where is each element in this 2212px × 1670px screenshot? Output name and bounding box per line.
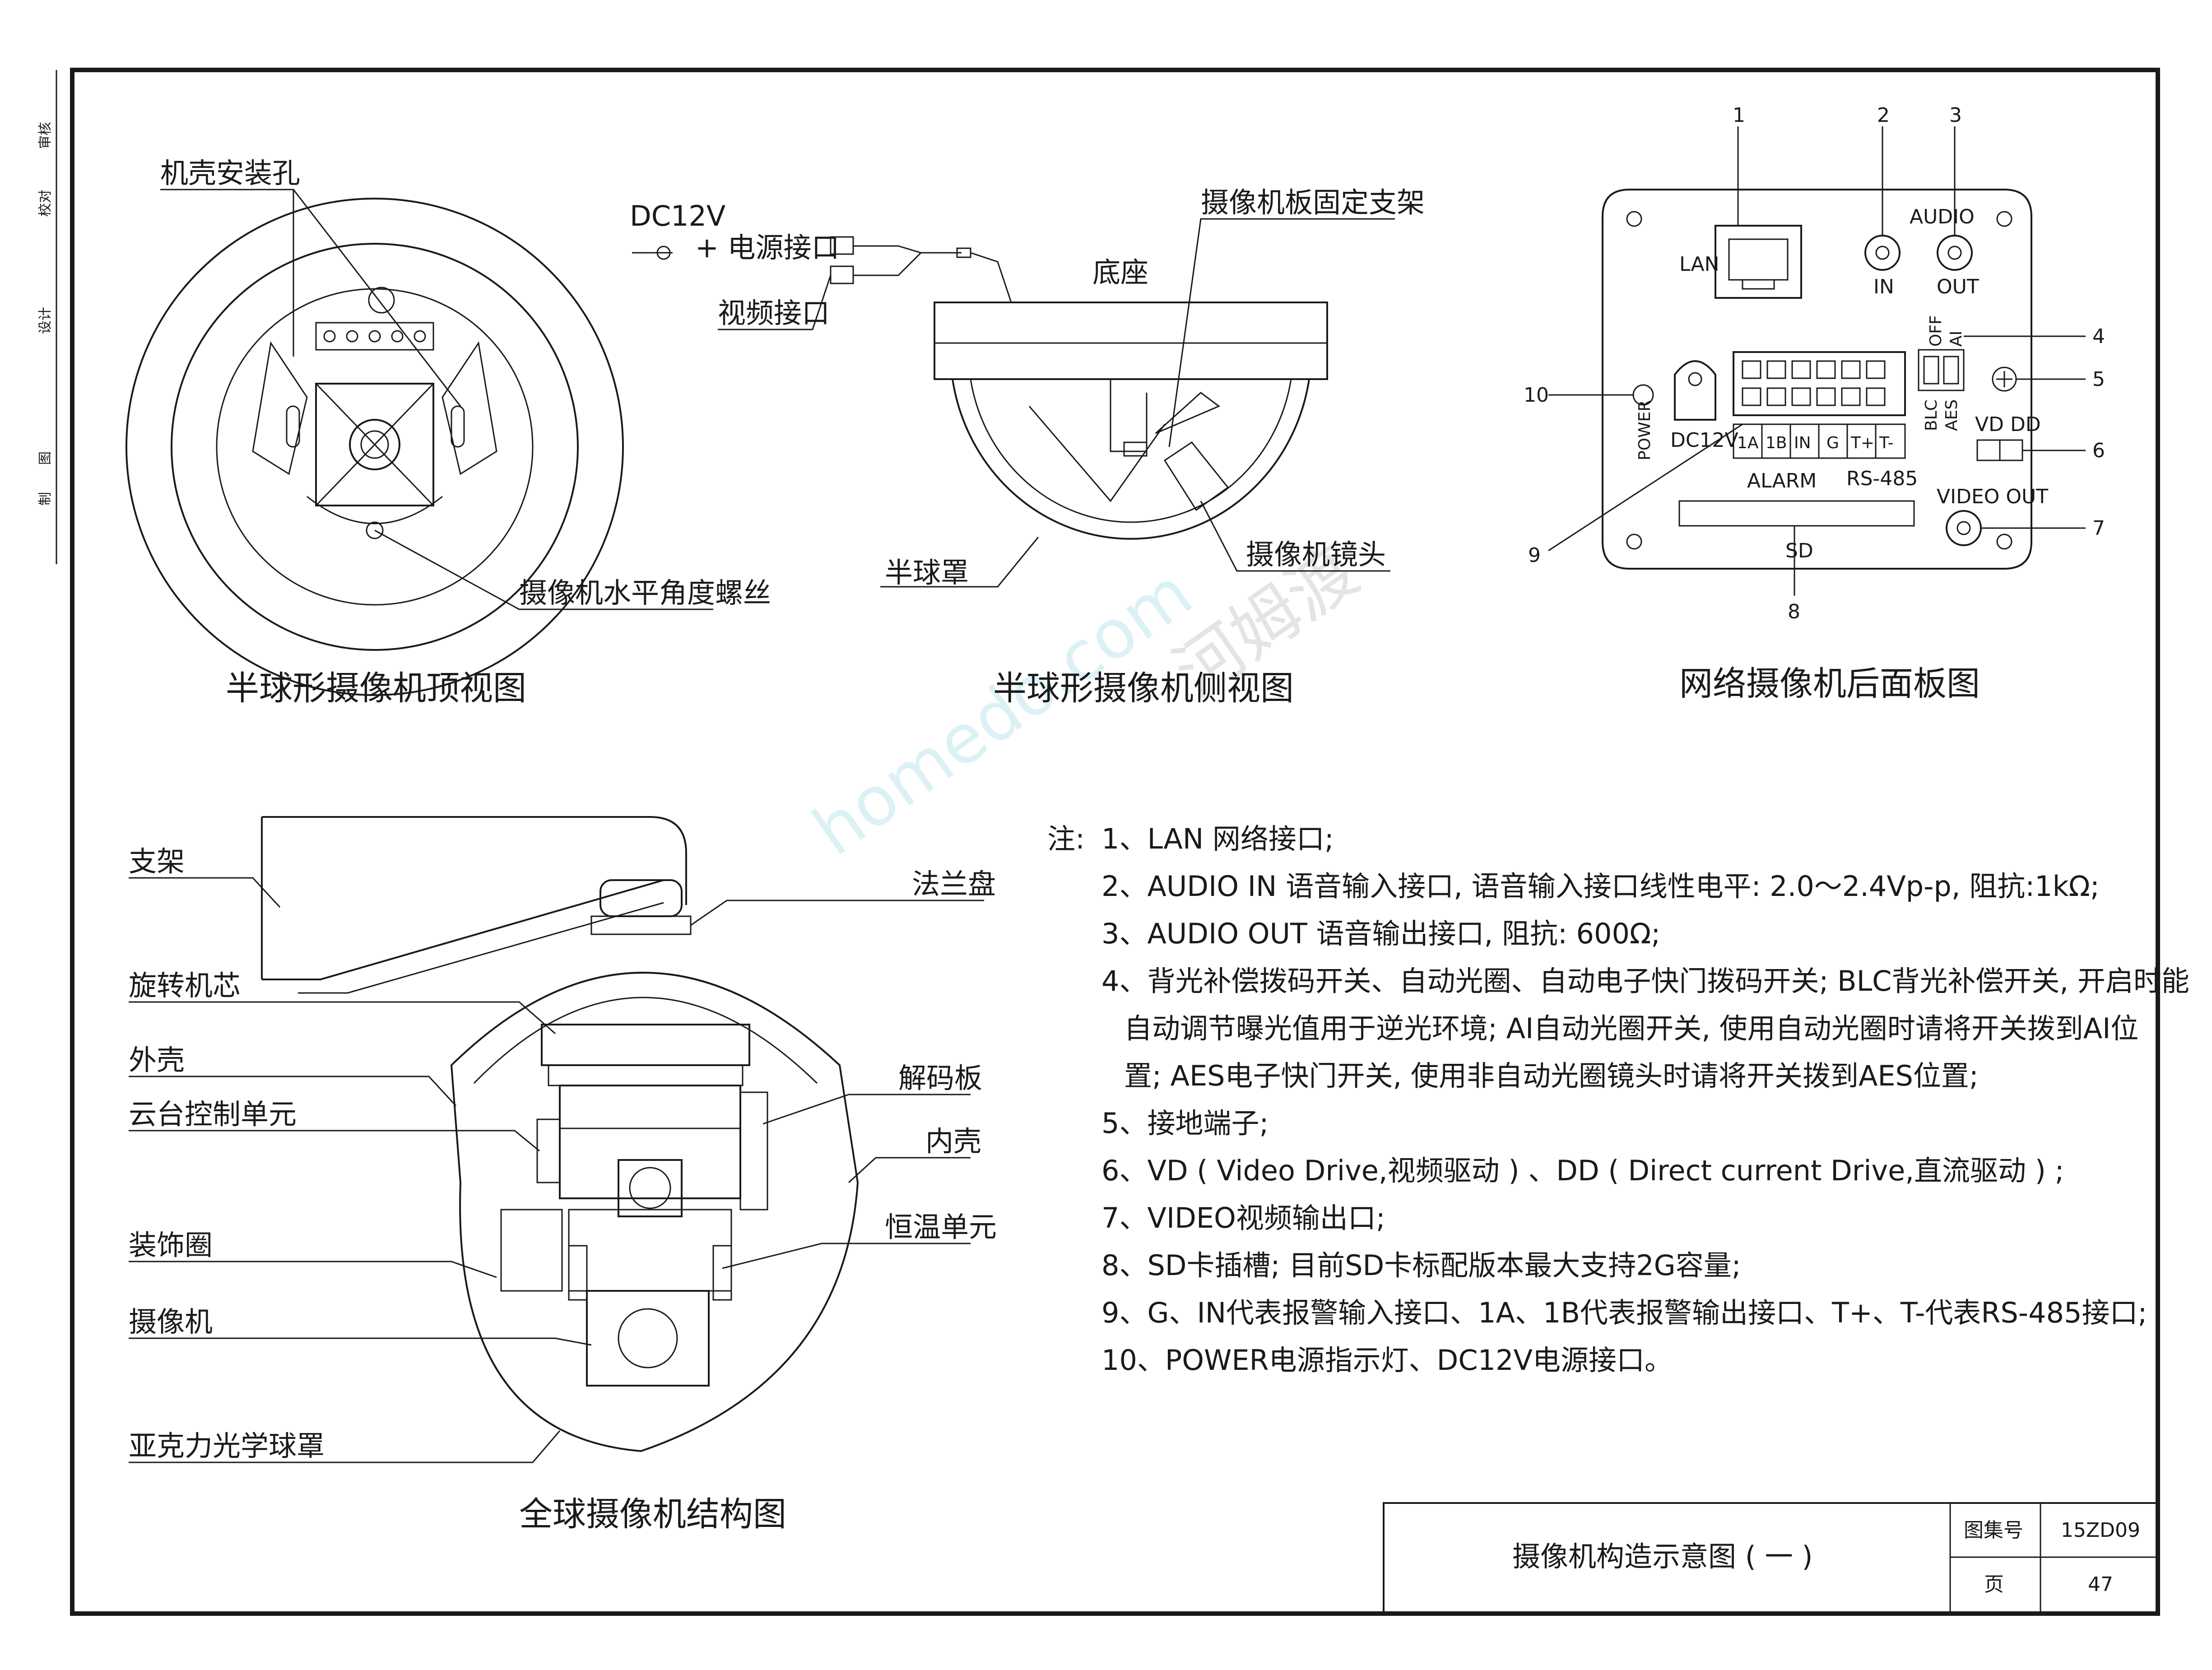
callout-number: 2 [1877, 104, 1890, 127]
callout-number: 9 [1528, 544, 1541, 567]
atlas-label: 图集号 [1964, 1519, 2023, 1542]
note-item: 自动调节曝光值用于逆光环境; AI自动光圈开关, 使用自动光圈时请将开关拨到AI… [1124, 1012, 2138, 1045]
margin-label: 图 [37, 451, 53, 465]
speed-dome-right-labels: 法兰盘 解码板 内壳 恒温单元 [885, 867, 997, 1243]
label-video-port: 视频接口 [718, 297, 830, 329]
label-acrylic-dome: 亚克力光学球罩 [129, 1429, 325, 1462]
margin-label: 制 [37, 492, 53, 506]
label-dome-cover: 半球罩 [885, 556, 969, 589]
terminal-label: IN [1794, 434, 1811, 452]
callout-number: 4 [2092, 325, 2105, 348]
blc-label: BLC [1922, 399, 1941, 431]
atlas-number: 15ZD09 [2061, 1519, 2140, 1542]
power-label: POWER [1636, 400, 1654, 460]
back-panel-numbers: 1 2 3 4 5 6 7 8 9 10 [1524, 104, 2105, 623]
callout-number: 5 [2092, 368, 2105, 391]
terminal-label: 1A [1737, 434, 1759, 452]
label-dc12v: DC12V [630, 199, 725, 232]
label-bracket: 摄像机板固定支架 [1201, 186, 1425, 219]
margin-label: 校对 [37, 190, 53, 217]
caption-back-panel: 网络摄像机后面板图 [1679, 664, 1980, 703]
terminal-label: T- [1879, 434, 1894, 452]
video-out-label: VIDEO OUT [1937, 485, 2048, 508]
note-item: 2、AUDIO IN 语音输入接口, 语音输入接口线性电平: 2.0～2.4Vp… [1101, 870, 2100, 903]
page-label: 页 [1984, 1573, 2004, 1596]
speed-dome-drawing [129, 816, 984, 1463]
terminal-label: T+ [1850, 434, 1874, 452]
sheet-border [70, 68, 2160, 1616]
caption-side-view: 半球形摄像机侧视图 [993, 669, 1294, 708]
title-block [1383, 1502, 2159, 1614]
side-margin-labels: 审核 校对 设计 图 制 [37, 122, 53, 506]
audio-in-label: IN [1873, 275, 1894, 298]
note-item: 4、背光补偿拨码开关、自动光圈、自动电子快门拨码开关; BLC背光补偿开关, 开… [1101, 965, 2189, 997]
terminal-labels: 1A 1B IN G T+ T- [1737, 434, 1894, 452]
back-panel-drawing [1548, 126, 2086, 596]
callout-number: 3 [1949, 104, 1962, 127]
note-item: 3、AUDIO OUT 语音输出接口, 阻抗: 600Ω; [1101, 917, 1660, 950]
callout-number: 10 [1524, 384, 1549, 407]
label-base: 底座 [1092, 256, 1148, 289]
callout-number: 7 [2092, 517, 2105, 540]
label-decoder-board: 解码板 [898, 1062, 982, 1095]
dc12v-label: DC12V [1670, 429, 1738, 452]
note-item: 6、VD ( Video Drive,视频驱动 ) 、DD ( Direct c… [1101, 1154, 2064, 1187]
speed-dome-left-labels: 支架 旋转机芯 外壳 云台控制单元 装饰圈 摄像机 亚克力光学球罩 [129, 845, 325, 1462]
sd-label: SD [1785, 539, 1813, 562]
label-bracket-arm: 支架 [129, 845, 185, 878]
label-flange: 法兰盘 [912, 867, 996, 900]
note-item: 9、G、IN代表报警输入接口、1A、1B代表报警输出接口、T+、T-代表RS-4… [1101, 1296, 2147, 1329]
callout-number: 1 [1733, 104, 1745, 127]
label-thermostat-unit: 恒温单元 [885, 1211, 997, 1243]
drawing-title: 摄像机构造示意图 ( 一 ) [1512, 1540, 1813, 1573]
note-item: 1、LAN 网络接口; [1101, 822, 1334, 855]
aes-label: AES [1942, 399, 1961, 431]
off-label: OFF [1927, 315, 1945, 347]
label-level-screw: 摄像机水平角度螺丝 [519, 576, 771, 609]
terminal-label: G [1826, 434, 1839, 452]
margin-label: 审核 [37, 122, 53, 149]
label-trim-ring: 装饰圈 [129, 1229, 213, 1262]
alarm-label: ALARM [1747, 469, 1817, 492]
caption-top-view: 半球形摄像机顶视图 [226, 669, 526, 708]
label-ptz-unit: 云台控制单元 [129, 1098, 297, 1131]
vd-dd-label: VD DD [1975, 413, 2041, 436]
label-mount-hole: 机壳安装孔 [160, 157, 300, 190]
note-item: 5、接地端子; [1101, 1107, 1269, 1140]
page-number: 47 [2088, 1573, 2113, 1596]
callout-number: 8 [1788, 600, 1800, 623]
top-view-drawing [125, 189, 713, 696]
ai-label: AI [1947, 331, 1966, 347]
label-outer-shell: 外壳 [129, 1044, 185, 1076]
note-item: 7、VIDEO视频输出口; [1101, 1201, 1385, 1234]
note-item: 8、SD卡插槽; 目前SD卡标配版本最大支持2G容量; [1101, 1249, 1741, 1282]
side-view-drawing [632, 218, 1395, 588]
notes-block: 注: 1、LAN 网络接口; 2、AUDIO IN 语音输入接口, 语音输入接口… [1047, 822, 2189, 1377]
note-item: 置; AES电子快门开关, 使用非自动光圈镜头时请将开关拨到AES位置; [1124, 1059, 1979, 1092]
audio-label: AUDIO [1910, 205, 1975, 228]
label-inner-shell: 内壳 [925, 1125, 981, 1158]
margin-label: 设计 [37, 307, 53, 334]
notes-prefix: 注: [1047, 822, 1085, 855]
terminal-label: 1B [1766, 434, 1787, 452]
label-lens: 摄像机镜头 [1246, 538, 1386, 571]
callout-number: 6 [2092, 439, 2105, 462]
note-item: 10、POWER电源指示灯、DC12V电源接口。 [1101, 1344, 1673, 1377]
label-rotating-core: 旋转机芯 [129, 969, 241, 1002]
label-power-port: + 电源接口 [695, 231, 840, 264]
label-camera: 摄像机 [129, 1305, 213, 1338]
rs485-label: RS-485 [1846, 467, 1918, 490]
lan-label: LAN [1679, 253, 1719, 276]
caption-speed-dome: 全球摄像机结构图 [519, 1495, 786, 1534]
audio-out-label: OUT [1937, 275, 1979, 298]
